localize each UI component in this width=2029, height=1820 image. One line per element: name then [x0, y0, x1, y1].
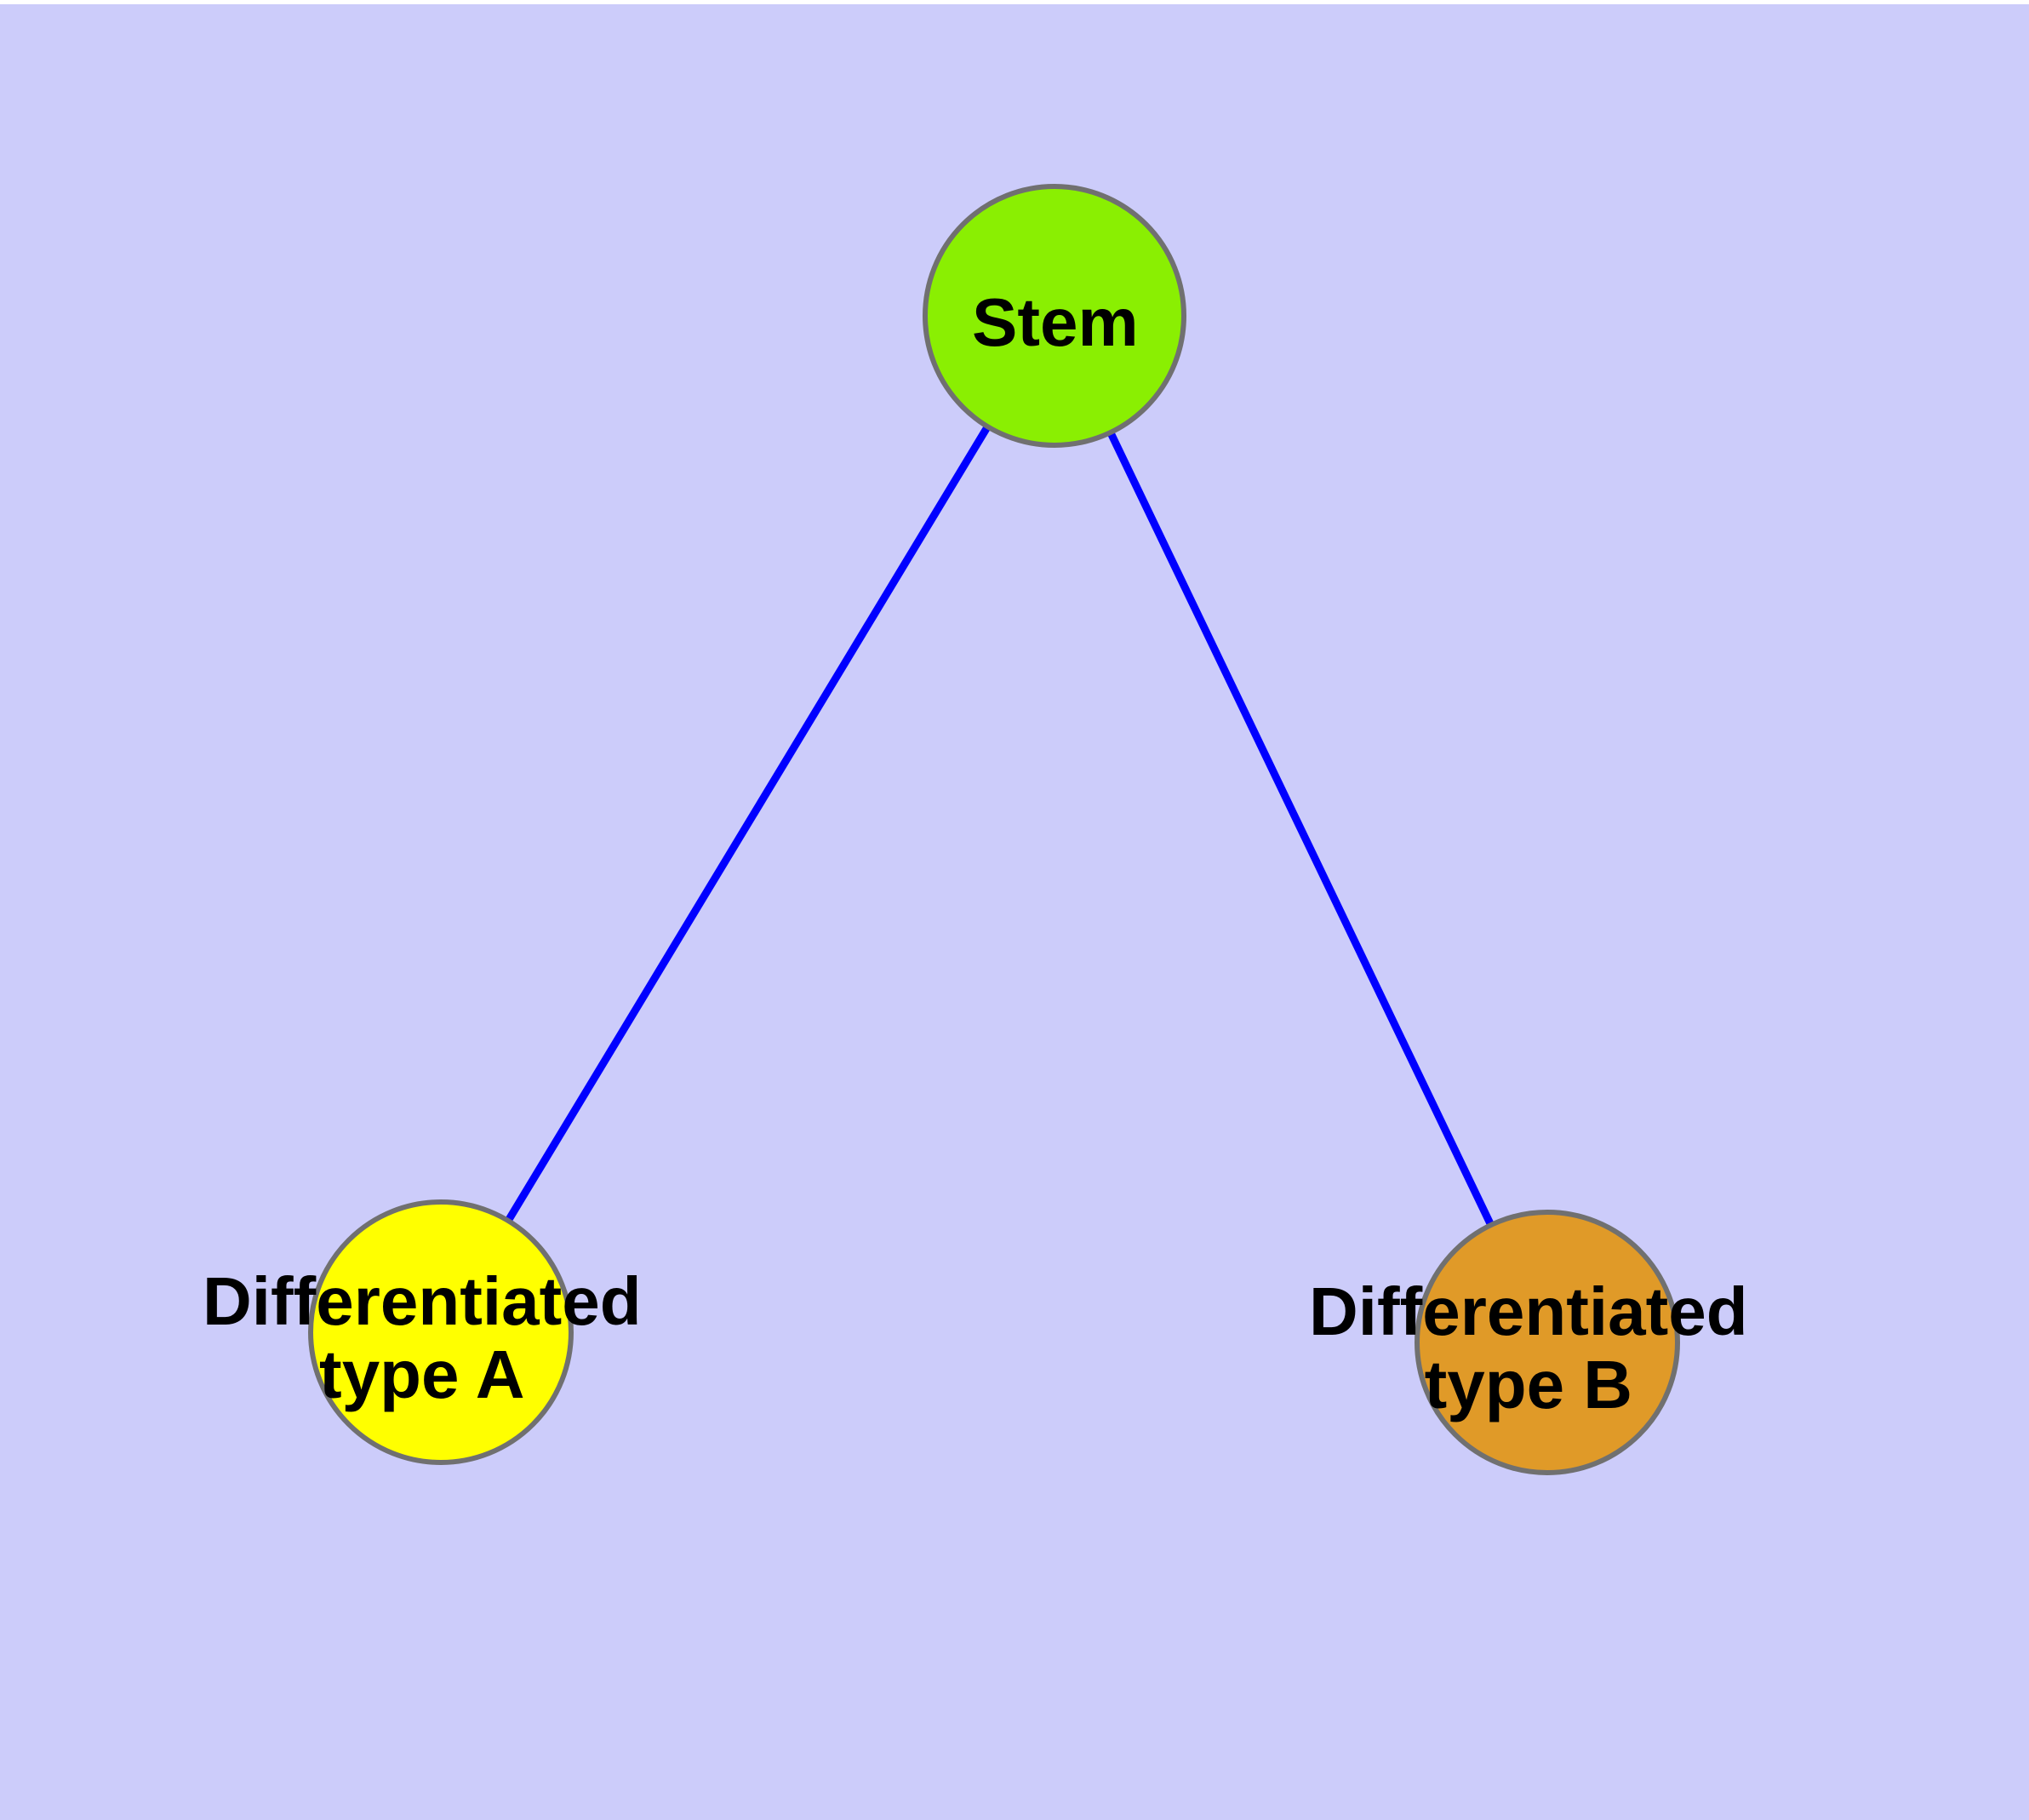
- node-differentiated-type-b[interactable]: [1415, 1210, 1680, 1475]
- node-layer: [308, 184, 1680, 1475]
- node-stem[interactable]: [923, 184, 1186, 448]
- edge-stem-to-differentiated-type-b[interactable]: [1050, 314, 1552, 1344]
- node-differentiated-type-a[interactable]: [308, 1199, 574, 1465]
- edge-layer: [437, 313, 1552, 1344]
- edge-stem-to-differentiated-type-a[interactable]: [437, 313, 1058, 1335]
